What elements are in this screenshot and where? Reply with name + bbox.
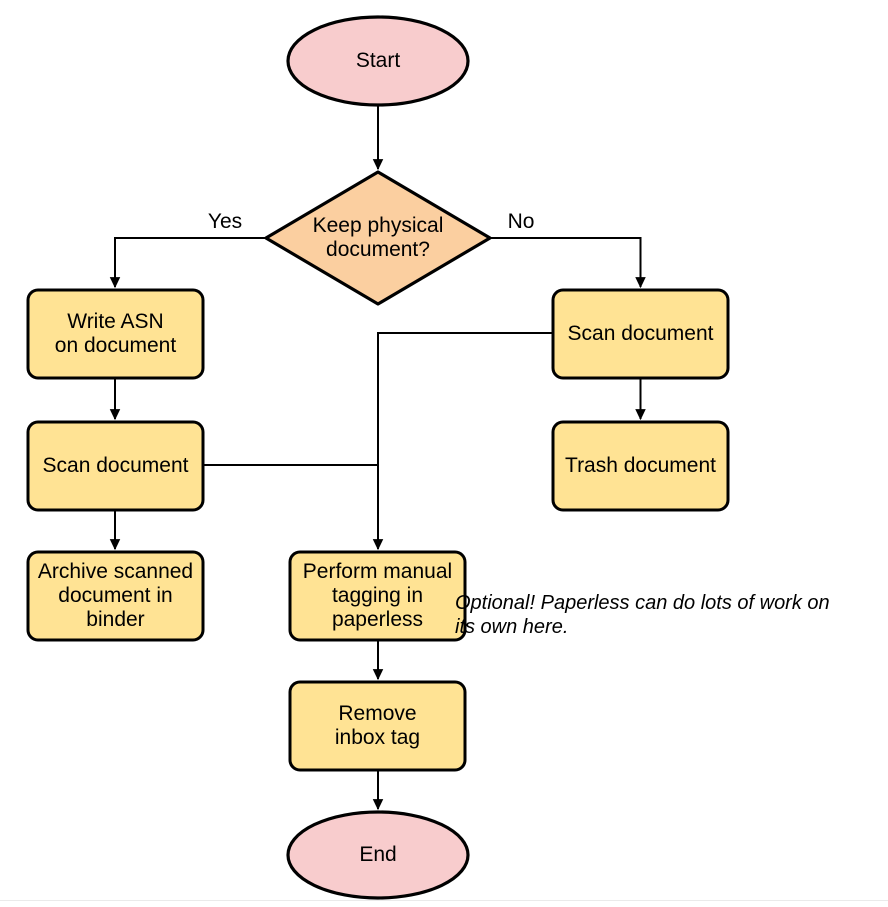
process-box-tagging <box>288 550 467 642</box>
edge-decision-no-to-scan-right <box>490 237 646 289</box>
process-box-scan-right <box>551 288 730 380</box>
start-ellipse <box>286 15 470 107</box>
edge-label-yes: Yes <box>207 210 243 233</box>
optional-note: Optional! Paperless can do lots of work … <box>455 592 830 638</box>
process-box-remove-inbox <box>288 680 467 772</box>
process-box-scan-left <box>26 420 205 512</box>
process-box-write-asn <box>26 288 205 380</box>
edge-label-no: No <box>507 210 535 233</box>
process-box-archive <box>26 550 205 642</box>
bottom-hairline <box>0 900 888 901</box>
edge-scan-right-to-tagging <box>372 332 553 551</box>
end-ellipse <box>286 810 470 900</box>
edge-decision-yes-to-write-asn <box>109 237 266 289</box>
process-box-trash <box>551 420 730 512</box>
decision-diamond <box>264 170 492 306</box>
